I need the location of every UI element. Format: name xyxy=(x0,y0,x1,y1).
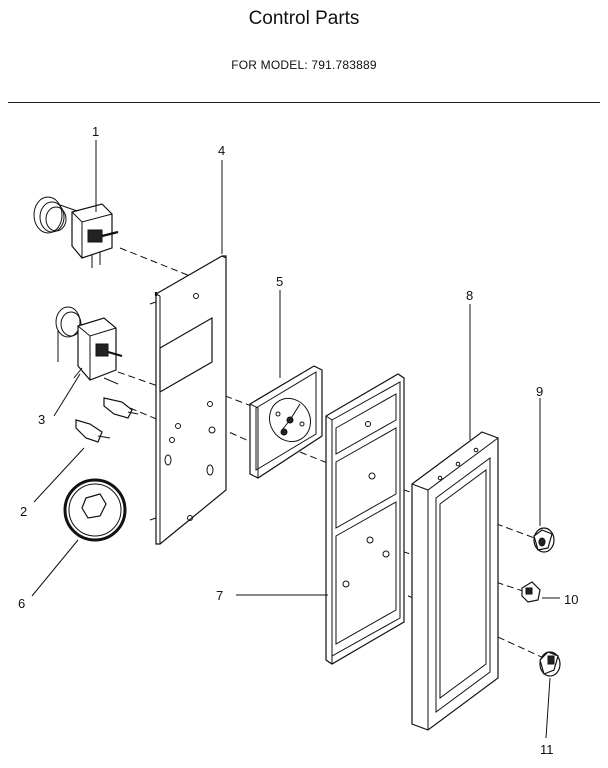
callout-3: 3 xyxy=(38,412,45,427)
part-4-control-bracket xyxy=(149,255,227,545)
leader-lines xyxy=(31,140,560,739)
part-1-thermostat-control xyxy=(33,196,119,268)
callout-8: 8 xyxy=(466,288,473,303)
part-10-knob-insert xyxy=(521,581,541,603)
part-2-sensor-parts xyxy=(75,397,139,443)
part-3-thermostat-control xyxy=(55,306,123,385)
callout-10: 10 xyxy=(564,592,578,607)
diagram-title: Control Parts xyxy=(248,8,360,29)
callout-2: 2 xyxy=(20,504,27,519)
callout-1: 1 xyxy=(92,124,99,139)
callout-6: 6 xyxy=(18,596,25,611)
callout-labels: 1 2 3 4 5 6 7 8 9 10 11 xyxy=(18,124,578,757)
part-5-clock-timer xyxy=(249,365,323,479)
part-8-trim-frame xyxy=(411,431,499,731)
callout-11: 11 xyxy=(540,742,554,757)
part-9-knob xyxy=(533,527,555,553)
part-6-dial-knob xyxy=(63,478,127,542)
callout-4: 4 xyxy=(218,143,225,158)
header-divider xyxy=(8,102,600,103)
callout-5: 5 xyxy=(276,274,283,289)
model-number: FOR MODEL: 791.783889 xyxy=(231,58,377,72)
part-7-front-panel xyxy=(325,373,405,665)
callout-7: 7 xyxy=(216,588,223,603)
callout-9: 9 xyxy=(536,384,543,399)
part-11-knob xyxy=(539,651,561,677)
